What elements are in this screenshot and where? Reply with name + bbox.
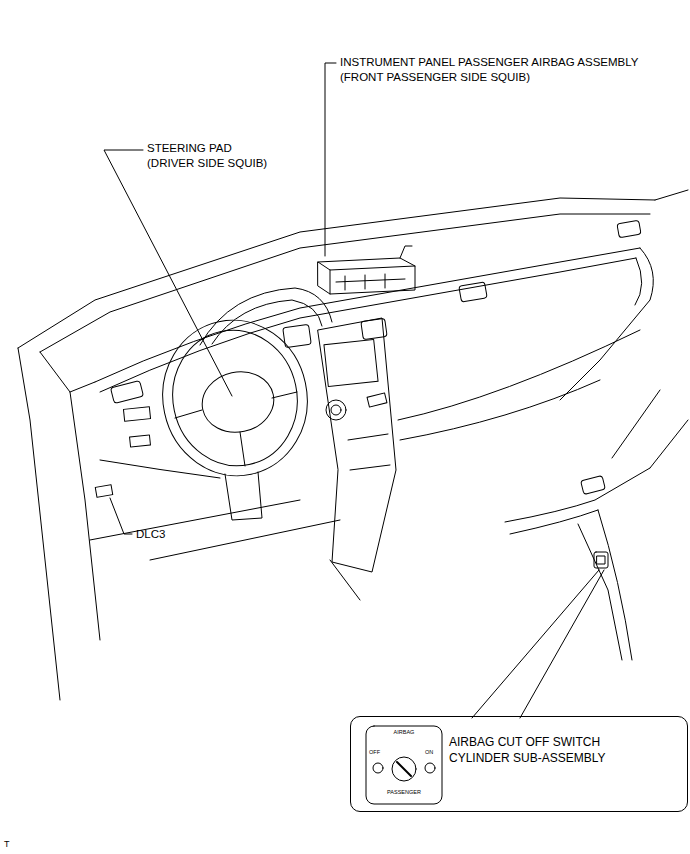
part-label: INSTRUMENT PANEL PASSENGER AIRBAG ASSEMB… bbox=[340, 55, 638, 85]
switch-marking: OFF bbox=[369, 749, 380, 756]
part-name: AIRBAG CUT OFF SWITCH CYLINDER SUB-ASSEM… bbox=[449, 735, 687, 766]
switch-marking: PASSENGER bbox=[387, 789, 421, 796]
part-label: STEERING PAD (DRIVER SIDE SQUIB) bbox=[147, 141, 267, 171]
switch-marking: AIRBAG bbox=[394, 729, 415, 736]
connector-label: DLC3 bbox=[136, 527, 165, 542]
figure-code: T bbox=[4, 839, 10, 851]
switch-marking: ON bbox=[425, 749, 433, 756]
